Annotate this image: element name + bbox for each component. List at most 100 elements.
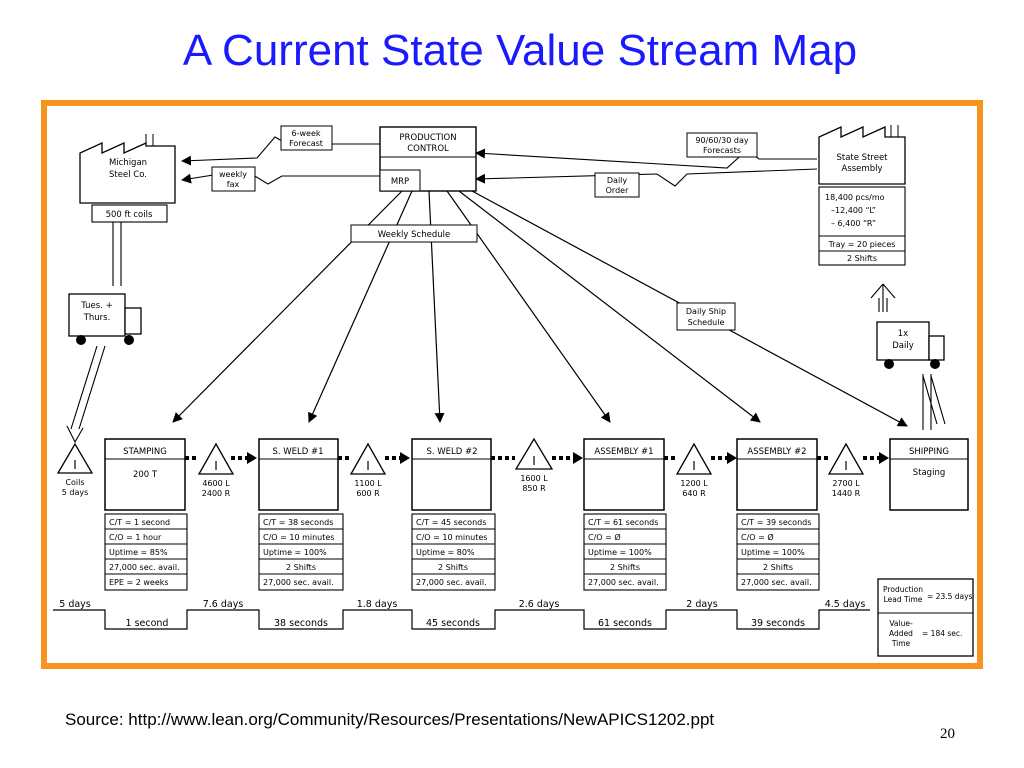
supplier-factory-icon bbox=[79, 134, 176, 204]
inventory-qty-l: 1100 L bbox=[354, 479, 382, 488]
processing-time: 61 seconds bbox=[598, 618, 652, 629]
data-line: 27,000 sec. avail. bbox=[416, 578, 487, 587]
data-line: 27,000 sec. avail. bbox=[741, 578, 812, 587]
wait-time: 5 days bbox=[59, 599, 91, 610]
inventory-symbol: I bbox=[844, 459, 848, 473]
process-assembly-2 bbox=[736, 438, 818, 511]
customer-data-box bbox=[818, 186, 906, 266]
customer-name-1: State Street bbox=[836, 153, 888, 163]
forecast-supplier-2: Forecast bbox=[289, 139, 323, 148]
wait-time: 2 days bbox=[686, 599, 718, 610]
forecast-supplier-box bbox=[280, 125, 333, 151]
inbound-truck-1: Tues. + bbox=[80, 301, 112, 311]
daily-ship-box bbox=[676, 302, 736, 331]
slide-title: A Current State Value Stream Map bbox=[182, 26, 858, 75]
data-line: C/O = 10 minutes bbox=[416, 533, 487, 542]
coils-symbol: I bbox=[73, 458, 77, 472]
inventory-symbol: I bbox=[214, 459, 218, 473]
supplier-name-1: Michigan bbox=[109, 158, 147, 168]
data-line: C/T = 45 seconds bbox=[416, 518, 486, 527]
daily-ship-1: Daily Ship bbox=[686, 307, 726, 316]
daily-order-2: Order bbox=[606, 186, 629, 195]
data-line: 2 Shifts bbox=[438, 563, 468, 572]
data-line: 2 Shifts bbox=[286, 563, 316, 572]
lead-time-value: = 23.5 days bbox=[927, 592, 973, 601]
inventory-symbol: I bbox=[692, 459, 696, 473]
daily-ship-2: Schedule bbox=[688, 318, 725, 327]
data-box-assembly-2 bbox=[736, 513, 820, 591]
data-box-s-weld-1 bbox=[258, 513, 344, 591]
fax-1: weekly bbox=[219, 170, 247, 179]
outbound-truck-2: Daily bbox=[892, 341, 914, 351]
production-control-box bbox=[379, 126, 477, 192]
process-name: STAMPING bbox=[123, 447, 167, 457]
inventory-qty-r: 600 R bbox=[356, 489, 380, 498]
data-box-stamping bbox=[104, 513, 188, 591]
inventory-qty-l: 1600 L bbox=[520, 474, 548, 483]
value-stream-map: Michigan Steel Co. 500 ft coils State St… bbox=[41, 100, 983, 669]
wait-time: 2.6 days bbox=[519, 599, 560, 610]
process-name: S. WELD #1 bbox=[272, 447, 323, 457]
customer-name-2: Assembly bbox=[842, 164, 883, 174]
customer-tray: Tray = 20 pieces bbox=[828, 240, 896, 249]
data-line: C/T = 38 seconds bbox=[263, 518, 333, 527]
data-line: C/O = Ø bbox=[588, 532, 621, 542]
va-time-label-1: Value- bbox=[889, 619, 913, 628]
forecast-from-customer-line bbox=[475, 148, 817, 169]
data-line: 2 Shifts bbox=[610, 563, 640, 572]
process-name: ASSEMBLY #1 bbox=[594, 447, 653, 457]
page-number: 20 bbox=[940, 726, 955, 742]
inventory-qty-r: 850 R bbox=[522, 484, 546, 493]
weekly-schedule-label: Weekly Schedule bbox=[378, 230, 450, 240]
fax-box bbox=[211, 166, 256, 192]
processing-time: 45 seconds bbox=[426, 618, 480, 629]
process-name: ASSEMBLY #2 bbox=[747, 447, 806, 457]
data-line: Uptime = 85% bbox=[109, 548, 168, 557]
summary-box bbox=[877, 578, 974, 657]
production-control-title-1: PRODUCTION bbox=[399, 133, 456, 143]
wait-time: 1.8 days bbox=[357, 599, 398, 610]
fax-2: fax bbox=[227, 180, 240, 189]
weekly-schedule-box bbox=[350, 224, 478, 243]
process-s-weld-1 bbox=[258, 438, 339, 511]
mrp-label: MRP bbox=[391, 177, 409, 187]
customer-demand-3: – 6,400 “R” bbox=[831, 219, 876, 228]
data-line: C/O = 10 minutes bbox=[263, 533, 334, 542]
supplier-name-2: Steel Co. bbox=[109, 170, 147, 180]
inventory-qty-r: 640 R bbox=[682, 489, 706, 498]
data-line: 27,000 sec. avail. bbox=[588, 578, 659, 587]
data-line: C/O = Ø bbox=[741, 532, 774, 542]
inbound-truck-icon bbox=[68, 293, 142, 345]
data-line: Uptime = 100% bbox=[588, 548, 652, 557]
data-box-assembly-1 bbox=[583, 513, 667, 591]
data-box-s-weld-2 bbox=[411, 513, 496, 591]
order-from-customer-line bbox=[475, 168, 818, 187]
data-line: Uptime = 100% bbox=[263, 548, 327, 557]
data-line: 2 Shifts bbox=[763, 563, 793, 572]
daily-order-1: Daily bbox=[607, 176, 628, 185]
coils-inventory-icon bbox=[56, 442, 94, 474]
lead-time-label-2: Lead Time bbox=[884, 595, 923, 604]
outbound-truck-icon bbox=[876, 321, 945, 369]
inventory-icons bbox=[197, 437, 865, 475]
inbound-truck-2: Thurs. bbox=[83, 313, 111, 323]
processing-time: 1 second bbox=[126, 618, 169, 629]
inventory-qty-l: 2700 L bbox=[832, 479, 860, 488]
timeline-ladder bbox=[53, 609, 870, 630]
production-control-title-2: CONTROL bbox=[407, 144, 449, 154]
wait-time: 7.6 days bbox=[203, 599, 244, 610]
outbound-shipment-arrow bbox=[870, 283, 946, 430]
outbound-truck-1: 1x bbox=[898, 329, 908, 339]
inventory-qty-r: 2400 R bbox=[202, 489, 231, 498]
processing-time: 39 seconds bbox=[751, 618, 805, 629]
forecast-customer-box bbox=[686, 132, 758, 158]
coils-label-2: 5 days bbox=[62, 488, 89, 497]
vsm-diagram: Michigan Steel Co. 500 ft coils State St… bbox=[53, 125, 974, 657]
data-line: 27,000 sec. avail. bbox=[109, 563, 180, 572]
customer-demand-1: 18,400 pcs/mo bbox=[825, 193, 885, 202]
process-name: S. WELD #2 bbox=[426, 447, 477, 457]
forecast-supplier-1: 6-week bbox=[292, 129, 321, 138]
va-time-label-3: Time bbox=[891, 639, 911, 648]
process-inner: 200 T bbox=[133, 470, 158, 480]
inventory-qty-r: 1440 R bbox=[832, 489, 861, 498]
